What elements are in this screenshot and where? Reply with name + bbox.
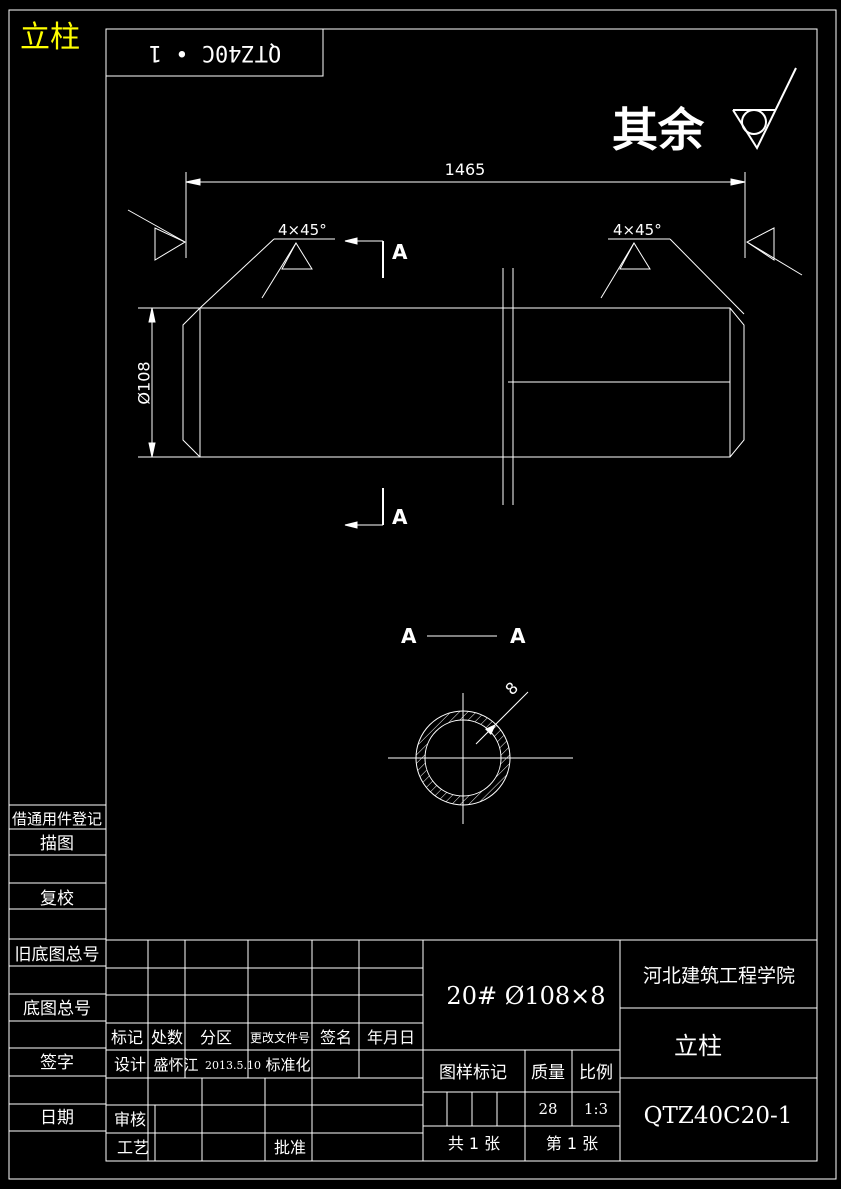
date-label: 日期 bbox=[40, 1108, 74, 1128]
standardize-label: 标准化 bbox=[265, 1056, 310, 1074]
title-block bbox=[106, 939, 817, 1161]
wall-thickness-text: 8 bbox=[501, 678, 522, 699]
side-table bbox=[9, 828, 106, 1132]
corner-label: 立柱 bbox=[20, 20, 80, 55]
diameter-dimension-text: Ø108 bbox=[135, 361, 154, 404]
drawing-frame bbox=[8, 9, 837, 1180]
mass-label: 质量 bbox=[531, 1063, 565, 1083]
length-dimension bbox=[185, 172, 746, 258]
section-marker-bottom: A bbox=[392, 505, 408, 529]
top-stamp-text: QTZ40C • 1 bbox=[149, 40, 281, 65]
total-sheets: 共 1 张 bbox=[448, 1134, 500, 1153]
section-title-left: A bbox=[401, 624, 417, 648]
design-date: 2013.5.10 bbox=[205, 1059, 261, 1072]
scale-label: 比例 bbox=[579, 1063, 613, 1083]
roughness-note: 其余 bbox=[612, 67, 797, 157]
header-zone: 分区 bbox=[200, 1028, 232, 1047]
header-date: 年月日 bbox=[367, 1028, 415, 1047]
section-title: A A bbox=[401, 624, 526, 648]
recheck-label: 复校 bbox=[40, 889, 74, 909]
scale-value: 1:3 bbox=[584, 1100, 608, 1118]
part-name: 立柱 bbox=[674, 1032, 722, 1060]
approve-label: 批准 bbox=[274, 1138, 306, 1157]
header-sign: 签名 bbox=[320, 1028, 352, 1047]
chamfer-left-text: 4×45° bbox=[278, 221, 327, 239]
designer-name: 盛怀江 bbox=[153, 1056, 198, 1074]
old-master-no-label: 旧底图总号 bbox=[15, 945, 100, 965]
header-mark: 标记 bbox=[111, 1028, 143, 1047]
mass-value: 28 bbox=[538, 1100, 557, 1118]
section-title-right: A bbox=[510, 624, 526, 648]
institution-name: 河北建筑工程学院 bbox=[643, 965, 795, 987]
process-label: 工艺 bbox=[117, 1138, 149, 1157]
trace-label: 描图 bbox=[40, 834, 74, 854]
material-spec: 20# Ø108×8 bbox=[446, 982, 605, 1010]
review-label: 审核 bbox=[114, 1110, 146, 1129]
chamfer-callouts bbox=[199, 238, 745, 315]
drawing-number: QTZ40C20-1 bbox=[644, 1103, 793, 1129]
master-no-label: 底图总号 bbox=[23, 999, 91, 1019]
top-stamp: QTZ40C • 1 bbox=[105, 28, 324, 77]
roughness-label: 其余 bbox=[612, 103, 705, 157]
shaft-body bbox=[182, 268, 745, 505]
borrow-register-label: 借通用件登记 bbox=[12, 810, 102, 828]
diameter-dimension bbox=[138, 307, 200, 458]
header-change-doc: 更改文件号 bbox=[250, 1030, 310, 1045]
signature-label: 签字 bbox=[40, 1053, 74, 1073]
length-dimension-text: 1465 bbox=[445, 160, 486, 179]
pattern-mark-label: 图样标记 bbox=[439, 1063, 507, 1083]
design-label: 设计 bbox=[114, 1055, 146, 1074]
header-count: 处数 bbox=[151, 1028, 183, 1047]
section-cut-markers bbox=[344, 237, 384, 529]
roughness-symbol-icon bbox=[732, 67, 797, 151]
section-marker-top: A bbox=[392, 240, 408, 264]
chamfer-right-text: 4×45° bbox=[613, 221, 662, 239]
sheet-number: 第 1 张 bbox=[546, 1134, 598, 1153]
datum-triangles bbox=[127, 209, 803, 276]
tube-section bbox=[388, 691, 573, 824]
